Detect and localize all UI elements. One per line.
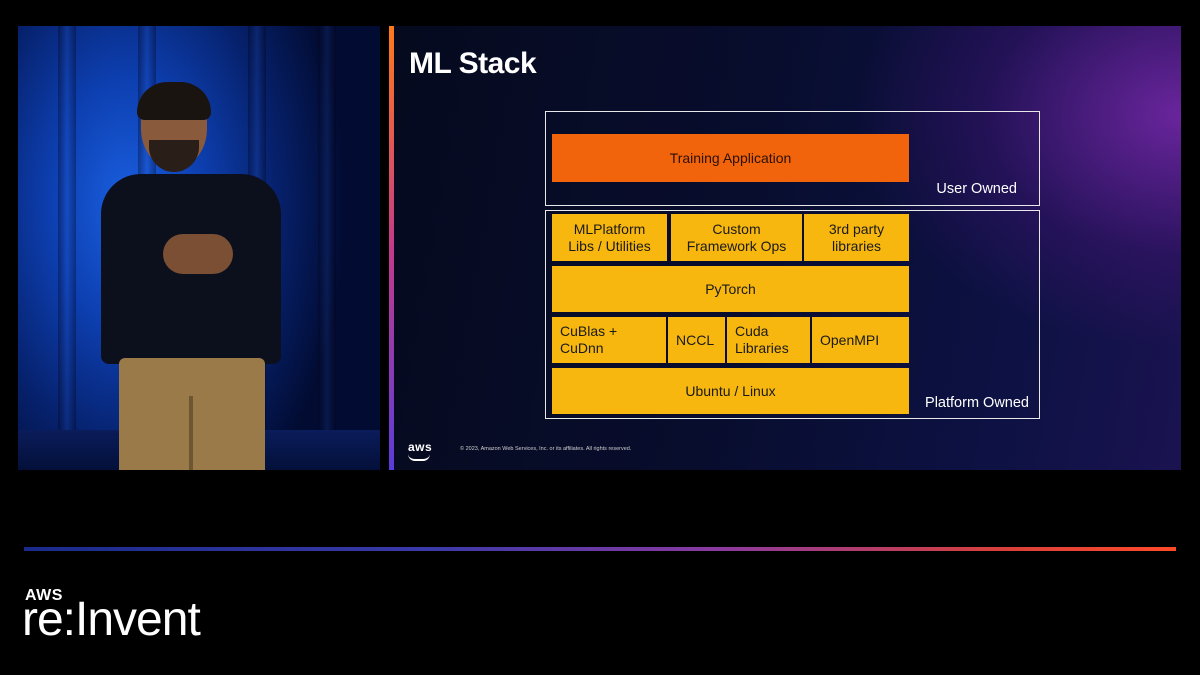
copyright-text: © 2023, Amazon Web Services, Inc. or its… (460, 446, 632, 452)
cuda-label: Cuda Libraries (735, 323, 789, 356)
slide-title: ML Stack (409, 47, 537, 80)
brand-aws-text: AWS (25, 587, 63, 604)
aws-smile-icon (408, 454, 430, 461)
openmpi-block: OpenMPI (812, 317, 909, 363)
user-owned-label: User Owned (936, 181, 1017, 197)
mlplatform-block: MLPlatform Libs / Utilities (552, 214, 667, 261)
ubuntu-block: Ubuntu / Linux (552, 368, 909, 414)
third-party-block: 3rd party libraries (804, 214, 909, 261)
third-party-label: 3rd party libraries (828, 220, 885, 254)
gradient-divider (24, 547, 1176, 551)
mlplatform-label: MLPlatform Libs / Utilities (568, 220, 651, 254)
custom-ops-label: Custom Framework Ops (686, 220, 787, 254)
platform-owned-frame: MLPlatform Libs / Utilities Custom Frame… (545, 210, 1040, 419)
nccl-block: NCCL (668, 317, 725, 363)
training-application-block: Training Application (552, 134, 909, 182)
cuda-block: Cuda Libraries (727, 317, 810, 363)
slide-accent-bar (389, 26, 394, 470)
aws-logo: aws (408, 440, 433, 454)
presentation-slide: ML Stack Training Application User Owned… (389, 26, 1181, 470)
speaker-figure (93, 82, 293, 470)
speaker-video (18, 26, 380, 470)
custom-ops-block: Custom Framework Ops (671, 214, 802, 261)
brand-reinvent-text: re:Invent (22, 593, 201, 646)
cublas-label: CuBlas + CuDnn (560, 323, 618, 356)
user-owned-frame: Training Application User Owned (545, 111, 1040, 206)
pytorch-block: PyTorch (552, 266, 909, 312)
platform-owned-label: Platform Owned (925, 395, 1029, 411)
cublas-block: CuBlas + CuDnn (552, 317, 666, 363)
